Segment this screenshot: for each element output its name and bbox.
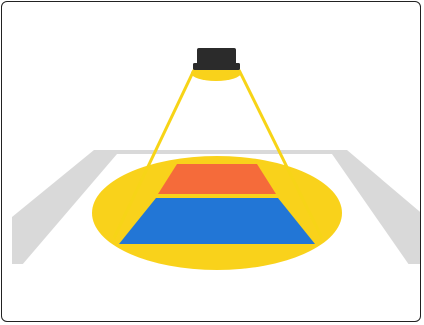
diagram-frame (1, 1, 421, 322)
ceiling-light-icon (193, 48, 240, 70)
beam-left-edge (112, 69, 196, 239)
beam-right-edge (237, 69, 324, 239)
lighting-diagram (12, 48, 420, 272)
zone-near (119, 198, 315, 244)
zone-far (158, 164, 276, 194)
